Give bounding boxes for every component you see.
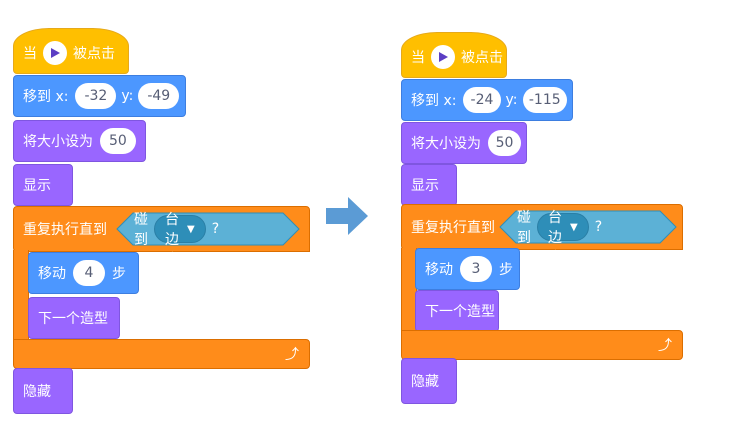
- touching-label: 碰到: [517, 210, 531, 246]
- move-steps-block-right[interactable]: 移动 3 步: [415, 248, 520, 290]
- when-flag-clicked-block-right[interactable]: 当 被点击: [401, 32, 507, 78]
- repeat-until-bottom-right: ⤴: [401, 330, 683, 360]
- set-size-label: 将大小设为: [411, 136, 481, 152]
- repeat-until-label: 重复执行直到: [411, 220, 495, 236]
- green-flag-icon: [431, 45, 455, 69]
- goto-label: 移到 x:: [411, 93, 457, 109]
- loop-arrow-icon: ⤴: [285, 347, 299, 363]
- chevron-down-icon: ▼: [570, 221, 578, 233]
- move-label: 移动: [38, 266, 66, 282]
- show-label: 显示: [411, 178, 439, 194]
- move-unit-label: 步: [499, 262, 513, 278]
- touching-target-label: 舞台边缘: [165, 192, 179, 268]
- set-size-input[interactable]: 50: [488, 130, 521, 156]
- touching-target-label: 舞台边缘: [548, 190, 562, 266]
- goto-y-input[interactable]: -49: [138, 83, 180, 109]
- hat-label-before: 当: [411, 50, 425, 66]
- set-size-label: 将大小设为: [23, 134, 93, 150]
- show-block[interactable]: 显示: [13, 164, 73, 206]
- loop-arrow-icon: ⤴: [658, 338, 672, 354]
- move-unit-label: 步: [112, 266, 126, 282]
- right-arrow-icon: [326, 197, 368, 235]
- repeat-until-bottom: ⤴: [13, 339, 310, 369]
- touching-label: 碰到: [134, 212, 148, 248]
- hide-label: 隐藏: [23, 384, 51, 400]
- next-costume-block-right[interactable]: 下一个造型: [415, 290, 499, 332]
- goto-y-input[interactable]: -115: [522, 87, 567, 113]
- when-flag-clicked-block[interactable]: 当 被点击: [13, 28, 129, 74]
- show-label: 显示: [23, 178, 51, 194]
- hat-label-before: 当: [23, 46, 37, 62]
- move-steps-input[interactable]: 3: [460, 256, 492, 282]
- next-costume-label: 下一个造型: [38, 311, 108, 327]
- repeat-until-arm: [13, 250, 29, 340]
- show-block-right[interactable]: 显示: [401, 164, 457, 206]
- touching-question: ?: [594, 219, 603, 235]
- hide-block-right[interactable]: 隐藏: [401, 358, 457, 404]
- next-costume-label: 下一个造型: [425, 304, 495, 320]
- goto-y-label: y:: [505, 92, 518, 108]
- hide-block[interactable]: 隐藏: [13, 368, 73, 414]
- touching-block[interactable]: 碰到 舞台边缘 ▼ ?: [134, 192, 220, 268]
- move-label: 移动: [425, 262, 453, 278]
- touching-question: ?: [211, 221, 220, 237]
- goto-x-input[interactable]: -32: [75, 83, 117, 109]
- goto-xy-block[interactable]: 移到 x: -32 y: -49: [13, 75, 186, 117]
- hide-label: 隐藏: [411, 374, 439, 390]
- move-steps-input[interactable]: 4: [73, 260, 105, 286]
- touching-target-dropdown[interactable]: 舞台边缘 ▼: [154, 192, 206, 268]
- goto-xy-block-right[interactable]: 移到 x: -24 y: -115: [401, 79, 573, 121]
- repeat-until-label: 重复执行直到: [23, 222, 107, 238]
- set-size-block-right[interactable]: 将大小设为 50: [401, 122, 527, 164]
- next-costume-block[interactable]: 下一个造型: [28, 297, 120, 339]
- hat-label-after: 被点击: [461, 50, 503, 66]
- touching-target-dropdown[interactable]: 舞台边缘 ▼: [537, 190, 589, 266]
- set-size-block[interactable]: 将大小设为 50: [13, 120, 146, 162]
- chevron-down-icon: ▼: [187, 223, 195, 235]
- move-steps-block[interactable]: 移动 4 步: [28, 252, 139, 294]
- touching-block-right[interactable]: 碰到 舞台边缘 ▼ ?: [517, 190, 603, 266]
- set-size-input[interactable]: 50: [100, 128, 136, 154]
- hat-label-after: 被点击: [73, 46, 115, 62]
- goto-x-input[interactable]: -24: [463, 87, 501, 113]
- goto-label: 移到 x:: [23, 89, 69, 105]
- green-flag-icon: [43, 41, 67, 65]
- goto-y-label: y:: [121, 88, 134, 104]
